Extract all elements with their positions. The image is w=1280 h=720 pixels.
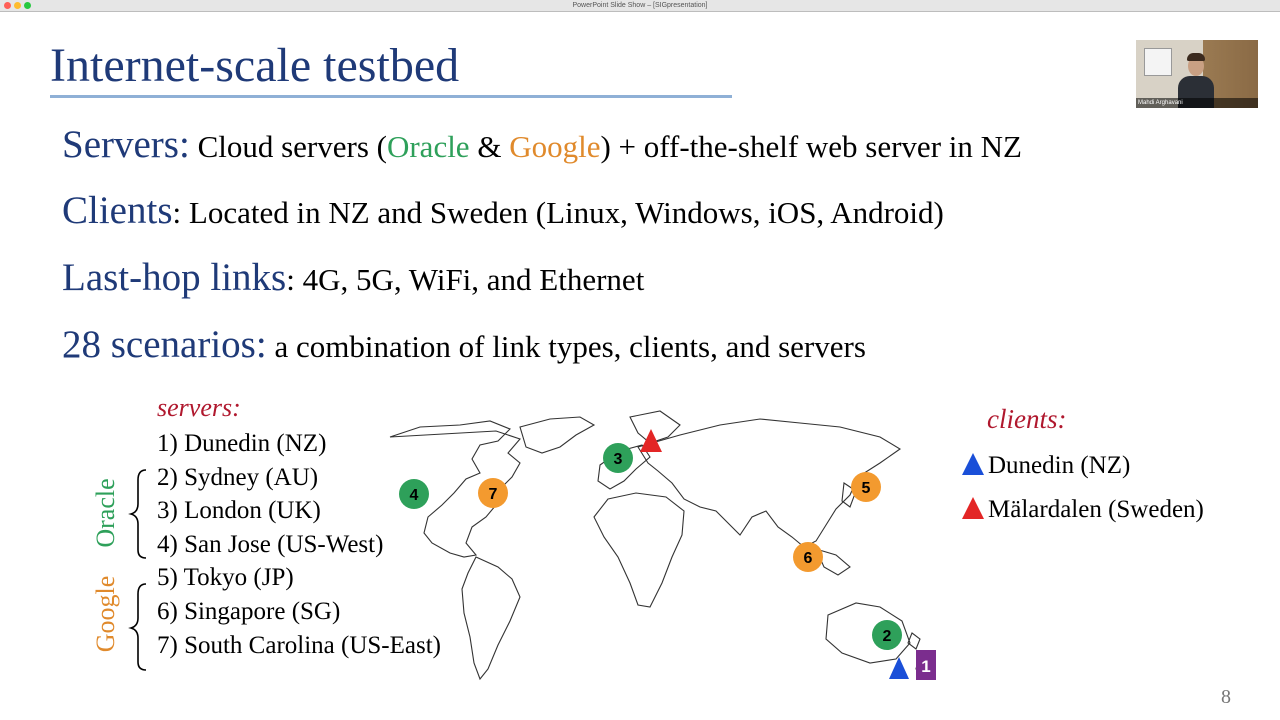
bullet-scenarios: 28 scenarios: a combination of link type… xyxy=(62,322,866,367)
marker-label: 7 xyxy=(489,486,498,503)
marker-sydney: 2 xyxy=(872,620,902,650)
bullet-heading: Servers: xyxy=(62,123,190,166)
server-item: 5) Tokyo (JP) xyxy=(157,564,294,591)
marker-label: 2 xyxy=(883,628,892,645)
bullet-text-end: ) + off-the-shelf web server in NZ xyxy=(600,129,1022,164)
wall-frame xyxy=(1144,48,1172,76)
blue-triangle-icon xyxy=(962,453,984,475)
marker-label: 3 xyxy=(614,451,623,468)
clients-label: clients: xyxy=(987,404,1067,434)
participant-name: Mahdi Arghavani xyxy=(1136,98,1258,108)
client-name: Mälardalen (Sweden) xyxy=(988,496,1204,523)
servers-label: servers: xyxy=(157,393,241,422)
client-marker-malardalen xyxy=(640,429,662,452)
minimize-window-button[interactable] xyxy=(14,2,21,9)
slide-title: Internet-scale testbed xyxy=(50,39,460,92)
participant-head xyxy=(1188,56,1204,76)
bullet-text: : 4G, 5G, WiFi, and Ethernet xyxy=(286,262,645,297)
google-label: Google xyxy=(509,129,601,164)
slide: Internet-scale testbed Mahdi Arghavani S… xyxy=(0,12,1280,720)
title-underline xyxy=(50,95,732,98)
server-item: 3) London (UK) xyxy=(157,497,321,524)
server-item: 2) Sydney (AU) xyxy=(157,464,319,491)
bullet-text: a combination of link types, clients, an… xyxy=(266,329,866,364)
bullet-heading: Clients xyxy=(62,189,173,232)
maximize-window-button[interactable] xyxy=(24,2,31,9)
page-number: 8 xyxy=(1221,686,1231,708)
client-item-dunedin: Dunedin (NZ) xyxy=(962,452,1130,480)
client-name: Dunedin (NZ) xyxy=(988,452,1131,479)
server-item: 6) Singapore (SG) xyxy=(157,598,341,625)
participant-hair xyxy=(1187,53,1205,61)
bullet-text: : Located in NZ and Sweden (Linux, Windo… xyxy=(172,195,944,230)
bullet-heading: 28 scenarios: xyxy=(62,323,267,366)
participant-video-thumbnail[interactable]: Mahdi Arghavani xyxy=(1136,40,1258,108)
marker-london: 3 xyxy=(603,443,633,473)
marker-singapore: 6 xyxy=(793,542,823,572)
window-titlebar: PowerPoint Slide Show – [SIGpresentation… xyxy=(0,0,1280,12)
bullet-clients: Clients: Located in NZ and Sweden (Linux… xyxy=(62,188,944,233)
client-item-malardalen: Mälardalen (Sweden) xyxy=(962,496,1204,524)
bullet-last-hop: Last-hop links: 4G, 5G, WiFi, and Ethern… xyxy=(62,255,644,300)
bullet-text: Cloud servers ( xyxy=(189,129,387,164)
marker-south-carolina: 7 xyxy=(478,478,508,508)
server-item: 1) Dunedin (NZ) xyxy=(157,430,327,457)
map-markers-layer: 3 4 2 7 5 6 1 xyxy=(399,429,936,680)
marker-san-jose: 4 xyxy=(399,479,429,509)
bullet-heading: Last-hop links xyxy=(62,256,287,299)
red-triangle-icon xyxy=(962,497,984,519)
server-item: 4) San Jose (US-West) xyxy=(157,531,384,558)
marker-label: 4 xyxy=(410,487,419,504)
group-braces xyxy=(128,469,147,671)
ampersand: & xyxy=(469,129,510,164)
marker-label: 1 xyxy=(921,657,930,676)
server-item: 7) South Carolina (US-East) xyxy=(157,632,441,659)
marker-tokyo: 5 xyxy=(851,472,881,502)
bullet-servers: Servers: Cloud servers (Oracle & Google)… xyxy=(62,122,1022,167)
window-title: PowerPoint Slide Show – [SIGpresentation… xyxy=(572,2,708,9)
close-window-button[interactable] xyxy=(4,2,11,9)
marker-label: 6 xyxy=(804,550,813,567)
client-marker-dunedin xyxy=(889,657,909,679)
marker-label: 5 xyxy=(862,480,871,497)
oracle-label: Oracle xyxy=(386,129,470,164)
marker-dunedin-server: 1 xyxy=(916,650,936,680)
